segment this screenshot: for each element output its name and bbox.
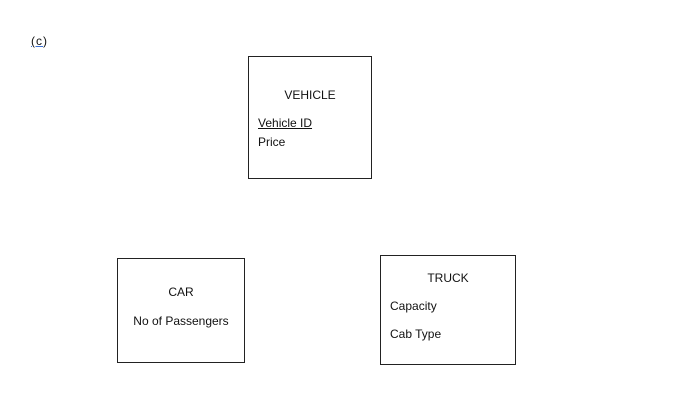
entity-car-title: CAR [168,285,194,299]
entity-car-attribute-passengers: No of Passengers [133,314,229,328]
entity-truck-attribute-cab-type: Cab Type [390,327,442,341]
entity-vehicle: VEHICLE Vehicle ID Price [248,56,372,179]
part-label-open: ( [31,34,36,48]
entity-car: CAR No of Passengers [117,258,245,363]
part-label-letter: c [36,34,43,48]
entity-truck-title: TRUCK [427,271,469,285]
entity-vehicle-attribute-price: Price [258,135,286,149]
part-label-close: ) [43,34,48,48]
entity-truck: TRUCK Capacity Cab Type [380,255,516,365]
entity-vehicle-primary-key: Vehicle ID [258,116,313,130]
entity-vehicle-title: VEHICLE [284,88,336,102]
entity-truck-attribute-capacity: Capacity [390,299,437,313]
part-label: (c) [31,34,48,48]
